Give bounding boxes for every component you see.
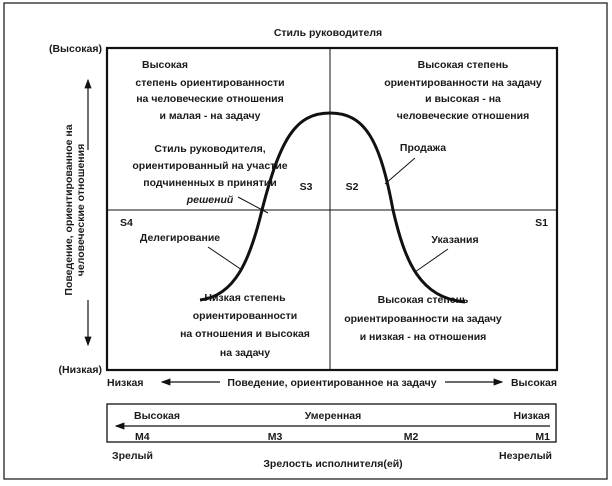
- svg-text:на отношения и высокая: на отношения и высокая: [180, 328, 310, 340]
- selling-label: Продажа: [400, 142, 446, 154]
- participating-label: Стиль руководителя, ориентированный на у…: [132, 143, 287, 206]
- maturity-moderate: Умеренная: [305, 410, 362, 422]
- svg-text:степень ориентированности: степень ориентированности: [135, 77, 284, 89]
- svg-text:на человеческие отношения: на человеческие отношения: [136, 93, 284, 105]
- y-axis-label-line1: Поведение, ориентированное на: [63, 124, 75, 295]
- quadrant-bottom-right-text: Высокая степень ориентированности на зад…: [344, 294, 502, 343]
- svg-text:ориентированный на участие: ориентированный на участие: [132, 160, 287, 172]
- y-axis-high: (Высокая): [49, 43, 102, 55]
- leadership-style-curve: [199, 111, 466, 304]
- maturity-high: Высокая: [134, 410, 180, 422]
- style-s2: S2: [346, 181, 359, 193]
- x-axis-label: Поведение, ориентированное на задачу: [227, 377, 436, 389]
- maturity-box: [106, 403, 557, 443]
- maturity-mature: Зрелый: [112, 450, 153, 462]
- quadrant-top-left-text: Высокая степень ориентированности на чел…: [135, 59, 284, 122]
- telling-leader-line: [414, 248, 449, 273]
- svg-text:Стиль руководителя,: Стиль руководителя,: [154, 143, 265, 155]
- delegating-leader-line: [207, 246, 243, 271]
- svg-text:подчиненных в принятии: подчиненных в принятии: [143, 177, 277, 189]
- svg-text:ориентированности: ориентированности: [193, 310, 297, 322]
- maturity-low: Низкая: [514, 410, 550, 422]
- maturity-level-m4: M4: [135, 431, 150, 443]
- maturity-level-m2: M2: [404, 431, 419, 443]
- x-axis-low: Низкая: [107, 377, 143, 389]
- svg-text:и высокая - на: и высокая - на: [425, 93, 501, 105]
- svg-text:на задачу: на задачу: [220, 347, 270, 359]
- svg-text:решений: решений: [186, 194, 234, 206]
- svg-text:и низкая - на отношения: и низкая - на отношения: [360, 331, 487, 343]
- quadrant-bottom-left-text: Низкая степень ориентированности на отно…: [180, 292, 310, 359]
- svg-text:Высокая степень: Высокая степень: [418, 59, 509, 71]
- svg-text:ориентированности на задачу: ориентированности на задачу: [384, 77, 542, 89]
- svg-text:и малая - на задачу: и малая - на задачу: [159, 110, 260, 122]
- y-axis-label-line2: человеческие отношения: [75, 144, 87, 276]
- svg-text:ориентированности на задачу: ориентированности на задачу: [344, 313, 502, 325]
- svg-text:Низкая степень: Низкая степень: [204, 292, 286, 304]
- style-s4: S4: [120, 217, 133, 229]
- maturity-level-m3: M3: [268, 431, 283, 443]
- x-axis-high: Высокая: [511, 377, 557, 389]
- selling-leader-line: [384, 157, 416, 185]
- delegating-label: Делегирование: [140, 232, 220, 244]
- y-axis-low: (Низкая): [59, 364, 102, 376]
- diagram-title: Стиль руководителя: [274, 27, 382, 39]
- telling-label: Указания: [431, 234, 478, 246]
- participating-leader-line: [237, 196, 269, 214]
- svg-text:человеческие отношения: человеческие отношения: [397, 110, 529, 122]
- main-grid-box: [105, 46, 559, 372]
- maturity-immature: Незрелый: [499, 450, 552, 462]
- maturity-level-m1: M1: [535, 431, 550, 443]
- style-s1: S1: [535, 217, 548, 229]
- outer-frame: [3, 2, 608, 480]
- quadrant-top-right-text: Высокая степень ориентированности на зад…: [384, 59, 542, 122]
- style-s3: S3: [300, 181, 313, 193]
- svg-text:Высокая: Высокая: [142, 59, 188, 71]
- maturity-label: Зрелость исполнителя(ей): [263, 458, 402, 470]
